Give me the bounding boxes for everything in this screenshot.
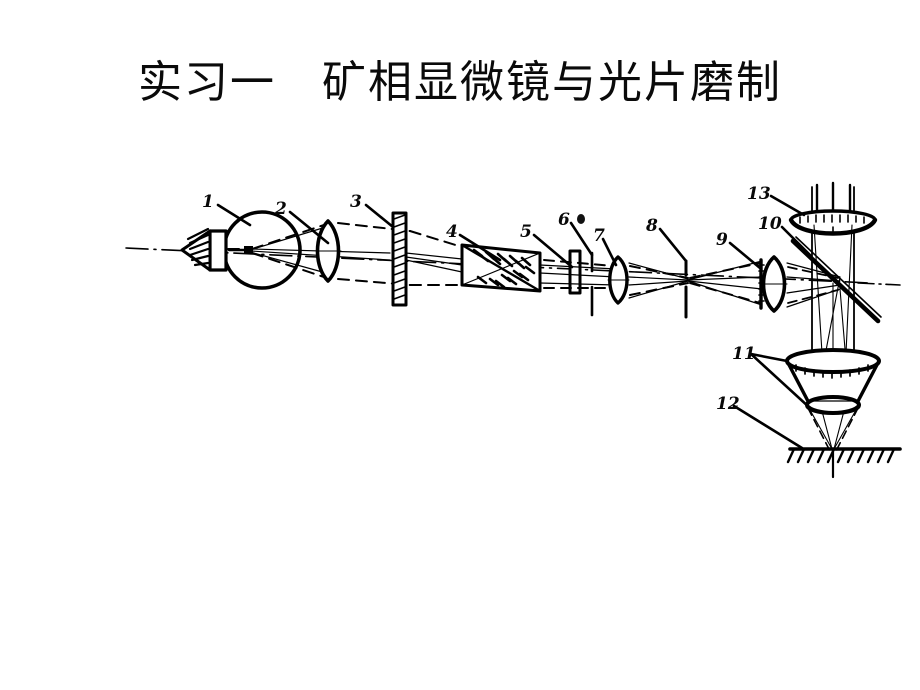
- label-numbers: 1 2 3 4 5 6 7 8 9 10 11 12 13: [202, 184, 782, 414]
- ray-beam-4-to-7: [539, 264, 617, 286]
- leader-6: [569, 221, 594, 257]
- label-5: 5: [520, 222, 532, 242]
- leader-8: [658, 227, 688, 263]
- label-2: 2: [274, 199, 287, 219]
- ray-dashed-7-to-8: [629, 265, 689, 296]
- objective-lens-group: [785, 348, 881, 415]
- ray-objective-to-specimen: [809, 409, 857, 450]
- ray-specimen-dashed: [807, 407, 859, 452]
- label-3: 3: [350, 192, 362, 212]
- label-1: 1: [202, 192, 214, 212]
- ray-diverging-to-condenser: [687, 260, 763, 306]
- label-11: 11: [732, 344, 756, 364]
- beam-splitter-group: [790, 236, 882, 324]
- objective-body-left: [785, 359, 812, 407]
- leader-11b: [749, 352, 812, 410]
- ray-dashed-9-to-splitter: [787, 266, 839, 304]
- prism-hatching-lower: [476, 265, 536, 289]
- page-title: 实习一 矿相显微镜与光片磨制: [138, 57, 782, 108]
- ray-transmitted-straight: [857, 282, 901, 286]
- beam-splitter-plate-edge: [795, 236, 882, 318]
- specimen-stage-group: [786, 447, 902, 464]
- eyepiece-lens-group: [788, 209, 878, 236]
- label-leader-lines: [216, 194, 812, 450]
- objective-upper-ring: [785, 348, 881, 374]
- prism-hatching-upper: [472, 248, 532, 270]
- beam-splitter-plate: [790, 238, 881, 324]
- leader-1: [216, 203, 252, 227]
- leader-9: [728, 241, 762, 270]
- filter-plate-hatching: [393, 214, 406, 300]
- leader-4: [458, 233, 502, 262]
- condenser-lens-group: [758, 255, 788, 313]
- field-diaphragm-group: [568, 249, 594, 317]
- leader-3: [364, 203, 395, 229]
- optical-path-figure: 1 2 3 4 5 6 7 8 9 10 11 12 13: [110, 165, 910, 495]
- ray-dashed-4-to-7: [543, 259, 615, 289]
- objective-front-lens: [805, 403, 861, 414]
- label-10: 10: [758, 214, 782, 234]
- label-6: 6: [558, 210, 570, 230]
- objective-ring-knurl: [795, 364, 869, 379]
- leader-10: [780, 225, 812, 257]
- scan-ink-blob: [577, 214, 585, 224]
- label-4: 4: [446, 222, 458, 242]
- diaphragm-plate: [568, 249, 582, 295]
- bulb-collar: [208, 229, 228, 272]
- label-8: 8: [645, 216, 658, 236]
- collector-lens-group: [315, 219, 342, 283]
- filter-plate-group: [391, 211, 408, 307]
- label-12: 12: [716, 394, 740, 414]
- ray-beam-3-to-4: [405, 252, 463, 273]
- optical-path-svg: 1 2 3 4 5 6 7 8 9 10 11 12 13: [125, 181, 902, 479]
- specimen-surface-hatching: [786, 447, 896, 464]
- leader-13: [769, 194, 806, 217]
- bulb-screw-threads: [186, 227, 210, 267]
- tube-axis-rays: [815, 181, 852, 215]
- label-9: 9: [716, 230, 728, 250]
- ray-dashed-8-to-9: [689, 262, 761, 304]
- objective-body-right: [854, 359, 881, 407]
- prism-diagonal-ray: [461, 252, 541, 286]
- relay-lens-group: [607, 255, 630, 305]
- leader-12: [732, 404, 804, 450]
- eyepiece-ring-knurl: [799, 214, 865, 224]
- leader-7: [601, 237, 618, 267]
- ray-dashed-3-to-4: [409, 230, 463, 286]
- prism-diagonal-split: [460, 243, 542, 293]
- leader-2: [288, 210, 330, 245]
- leader-5: [532, 233, 574, 269]
- label-7: 7: [593, 226, 605, 246]
- leader-11a: [749, 352, 789, 363]
- ray-converging-to-aperture: [628, 262, 689, 299]
- condenser-mount-knurl: [758, 264, 765, 302]
- polarizing-prism-group: [460, 243, 542, 293]
- label-13: 13: [747, 184, 771, 204]
